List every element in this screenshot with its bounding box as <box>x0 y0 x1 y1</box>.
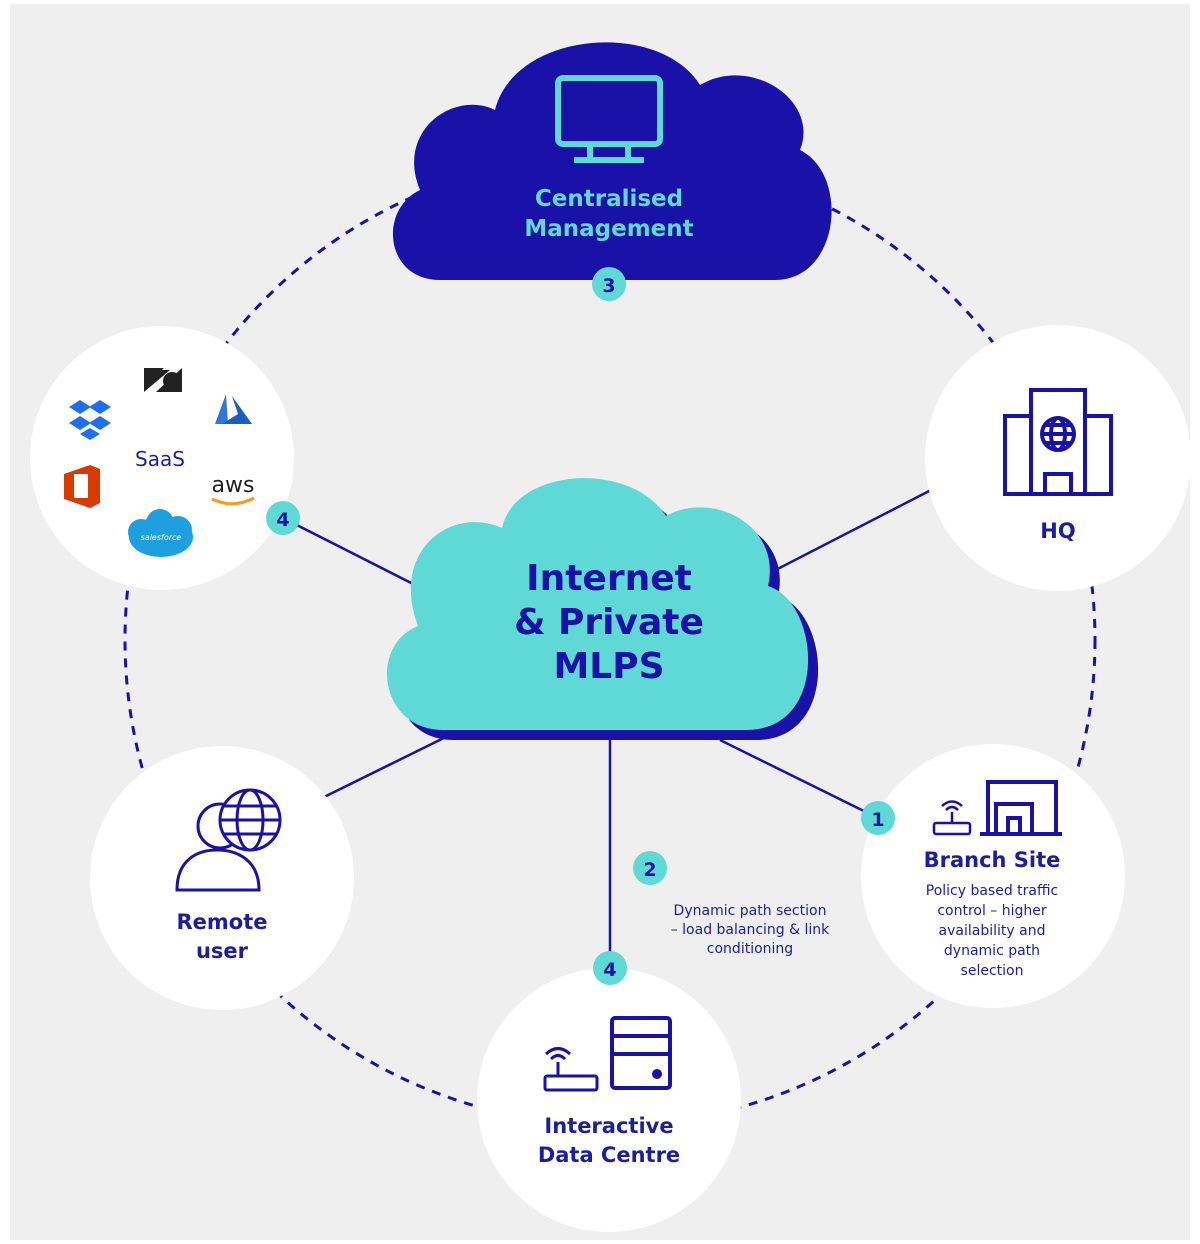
remote-node: Remote user <box>90 746 354 1010</box>
connector-branch <box>719 738 879 820</box>
path-note: 2 Dynamic path section – load balancing … <box>633 851 830 957</box>
zendesk-logo <box>144 368 182 392</box>
badge-2 <box>633 851 667 885</box>
top-cloud: Centralised Management 3 <box>392 42 832 301</box>
monitor-icon <box>555 75 663 163</box>
router-icon-datacentre <box>543 1047 599 1092</box>
branch-desc-line1: Policy based traffic <box>926 883 1059 899</box>
saas-circle <box>30 326 294 590</box>
remote-label-line1: Remote <box>176 910 267 934</box>
datacentre-circle <box>477 968 741 1232</box>
azure-logo <box>215 394 252 424</box>
badge-4-saas <box>266 501 300 535</box>
center-cloud-line1: Internet <box>526 558 692 599</box>
badge-1-label: 1 <box>871 809 884 831</box>
salesforce-logo-text: salesforce <box>141 533 182 542</box>
top-cloud-label-line1: Centralised <box>535 186 683 212</box>
hq-circle <box>925 325 1191 591</box>
badge-4-saas-label: 4 <box>276 509 289 531</box>
server-icon <box>610 1016 672 1090</box>
top-cloud-label-line2: Management <box>524 216 693 242</box>
remote-label-line2: user <box>196 939 249 963</box>
connector-remote <box>317 728 461 802</box>
datacentre-node: Interactive Data Centre 4 <box>477 951 741 1232</box>
datacentre-label-line1: Interactive <box>544 1114 673 1138</box>
path-note-line3: conditioning <box>707 941 793 957</box>
center-cloud-line2: & Private <box>514 602 704 643</box>
badge-2-label: 2 <box>643 859 656 881</box>
aws-logo-text: aws <box>212 473 255 498</box>
saas-node: SaaS aws salesforce 4 <box>30 326 300 590</box>
badge-1 <box>861 801 895 835</box>
center-cloud-line3: MLPS <box>553 646 664 687</box>
branch-circle <box>861 744 1125 1008</box>
salesforce-logo: salesforce <box>128 509 193 557</box>
center-cloud-shape <box>386 478 809 730</box>
building-globe-icon <box>1003 388 1113 496</box>
saas-label: SaaS <box>135 447 185 471</box>
aws-smile-icon <box>211 496 255 506</box>
office-logo <box>64 465 100 508</box>
connector-hq <box>759 486 936 580</box>
router-icon <box>932 800 972 836</box>
center-cloud: Internet & Private MLPS <box>386 478 819 740</box>
hq-label: HQ <box>1040 519 1075 543</box>
connectors <box>282 486 936 968</box>
connector-saas <box>282 516 426 592</box>
branch-desc-line5: selection <box>961 963 1024 979</box>
path-note-line1: Dynamic path section <box>674 903 827 919</box>
user-globe-icon <box>175 788 282 892</box>
branch-node: 1 Branch Site Policy based traffic contr… <box>861 744 1125 1008</box>
badge-4-datacentre <box>593 951 627 985</box>
dropbox-logo <box>69 400 111 440</box>
branch-desc-line3: availability and <box>939 923 1046 939</box>
path-note-line2: – load balancing & link <box>671 922 830 938</box>
branch-title: Branch Site <box>924 848 1061 872</box>
badge-3-label: 3 <box>602 275 615 297</box>
badge-4-datacentre-label: 4 <box>603 959 616 981</box>
branch-building-icon <box>980 780 1062 836</box>
branch-desc-line2: control – higher <box>937 903 1047 919</box>
hq-node: HQ <box>925 325 1191 591</box>
badge-3 <box>592 267 626 301</box>
branch-desc-line4: dynamic path <box>944 943 1040 959</box>
datacentre-label-line2: Data Centre <box>538 1143 680 1167</box>
remote-circle <box>90 746 354 1010</box>
